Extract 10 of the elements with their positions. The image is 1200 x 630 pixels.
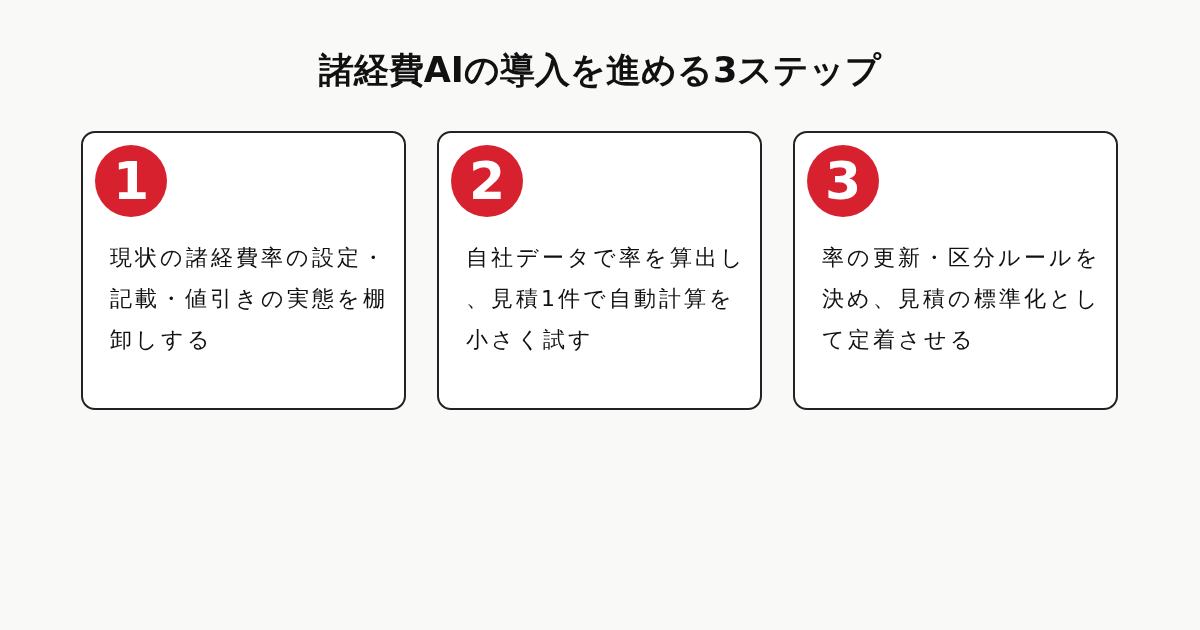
step-description: 率の更新・区分ルールを決め、見積の標準化として定着させる (822, 244, 1102, 354)
step-number: 1 (95, 145, 167, 217)
step-card (437, 131, 762, 410)
step-number: 2 (451, 145, 523, 217)
step-description: 自社データで率を算出し、見積1件で自動計算を小さく試す (466, 244, 747, 354)
step-card (793, 131, 1118, 410)
step-number: 3 (807, 145, 879, 217)
step-description: 現状の諸経費率の設定・記載・値引きの実態を棚卸しする (110, 244, 389, 354)
title: 諸経費AIの導入を進める3ステップ (318, 49, 882, 92)
step-card (81, 131, 406, 410)
